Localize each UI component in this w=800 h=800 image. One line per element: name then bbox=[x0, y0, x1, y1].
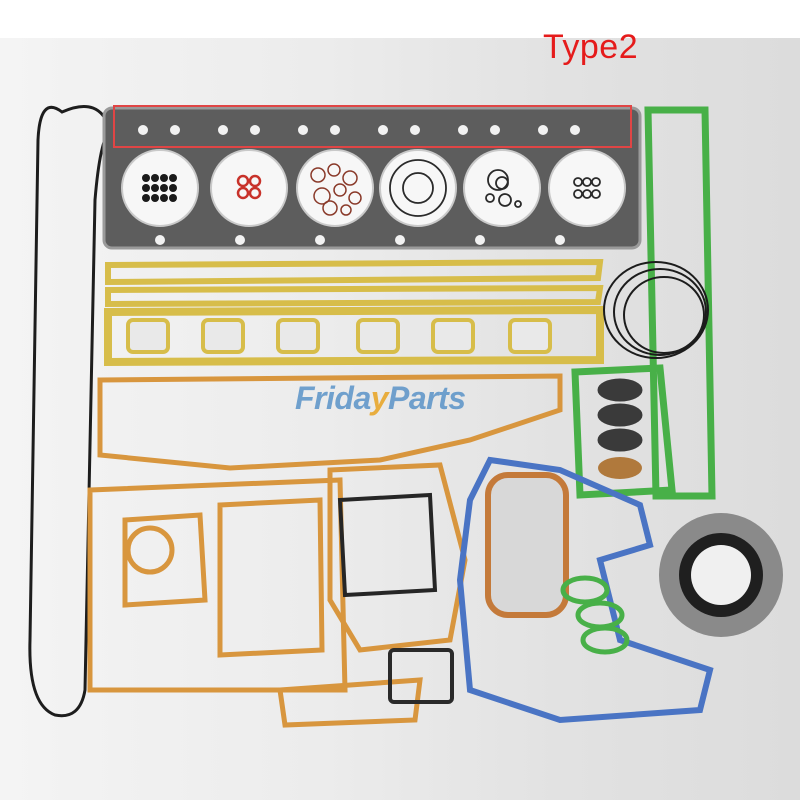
watermark-text-1: Frida bbox=[295, 380, 371, 416]
manifold-gaskets bbox=[104, 305, 604, 367]
green-flange-gaskets bbox=[560, 575, 630, 655]
square-gasket bbox=[337, 492, 438, 598]
type-label: Type2 bbox=[543, 28, 639, 66]
highlight-rectangle bbox=[113, 105, 632, 148]
crankshaft-seal bbox=[659, 513, 783, 637]
watermark: FridayParts bbox=[295, 380, 466, 417]
cylinder-head-gasket bbox=[102, 106, 642, 250]
mesh-gasket bbox=[485, 472, 569, 618]
timing-cover-gaskets bbox=[87, 373, 563, 728]
o-ring-set bbox=[603, 261, 709, 359]
side-cover-gaskets bbox=[571, 106, 716, 500]
oil-pan-gaskets bbox=[105, 258, 604, 308]
small-flange-gaskets bbox=[597, 378, 643, 452]
front-cover-gasket bbox=[456, 456, 714, 724]
watermark-text-2: y bbox=[370, 380, 389, 416]
flange-gasket bbox=[388, 648, 454, 704]
watermark-text-3: Parts bbox=[388, 380, 466, 416]
